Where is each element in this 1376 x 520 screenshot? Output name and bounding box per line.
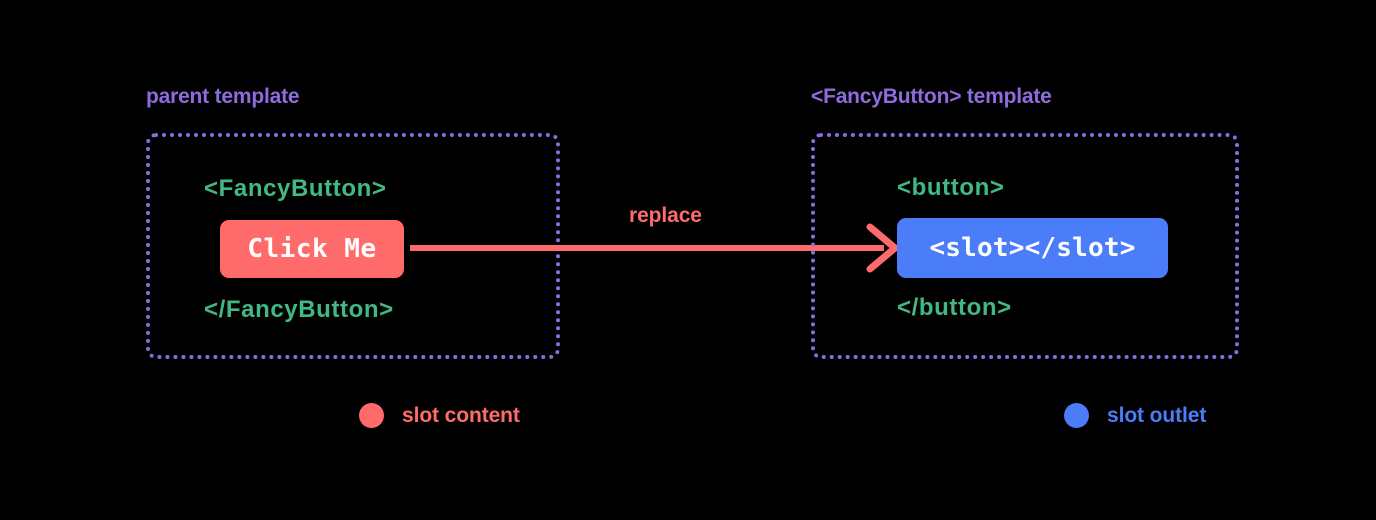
legend-label-slot-content: slot content — [402, 403, 520, 427]
replace-arrow-label: replace — [629, 204, 702, 227]
button-open-tag: <button> — [897, 174, 1005, 201]
fancybutton-template-heading: <FancyButton> template — [811, 85, 1052, 108]
fancybutton-template-box — [811, 133, 1239, 359]
fancybutton-close-tag: </FancyButton> — [204, 296, 394, 323]
legend-item-slot-outlet: slot outlet — [1064, 403, 1206, 428]
legend-label-slot-outlet: slot outlet — [1107, 403, 1207, 427]
slot-content-chip[interactable]: Click Me — [220, 220, 404, 278]
fancybutton-open-tag: <FancyButton> — [204, 175, 387, 202]
button-close-tag: </button> — [897, 294, 1012, 321]
legend-item-slot-content: slot content — [359, 403, 520, 428]
slot-outlet-chip[interactable]: <slot></slot> — [897, 218, 1168, 278]
parent-template-heading: parent template — [146, 85, 300, 108]
slot-content-dot-icon — [359, 403, 384, 428]
slot-outlet-dot-icon — [1064, 403, 1089, 428]
